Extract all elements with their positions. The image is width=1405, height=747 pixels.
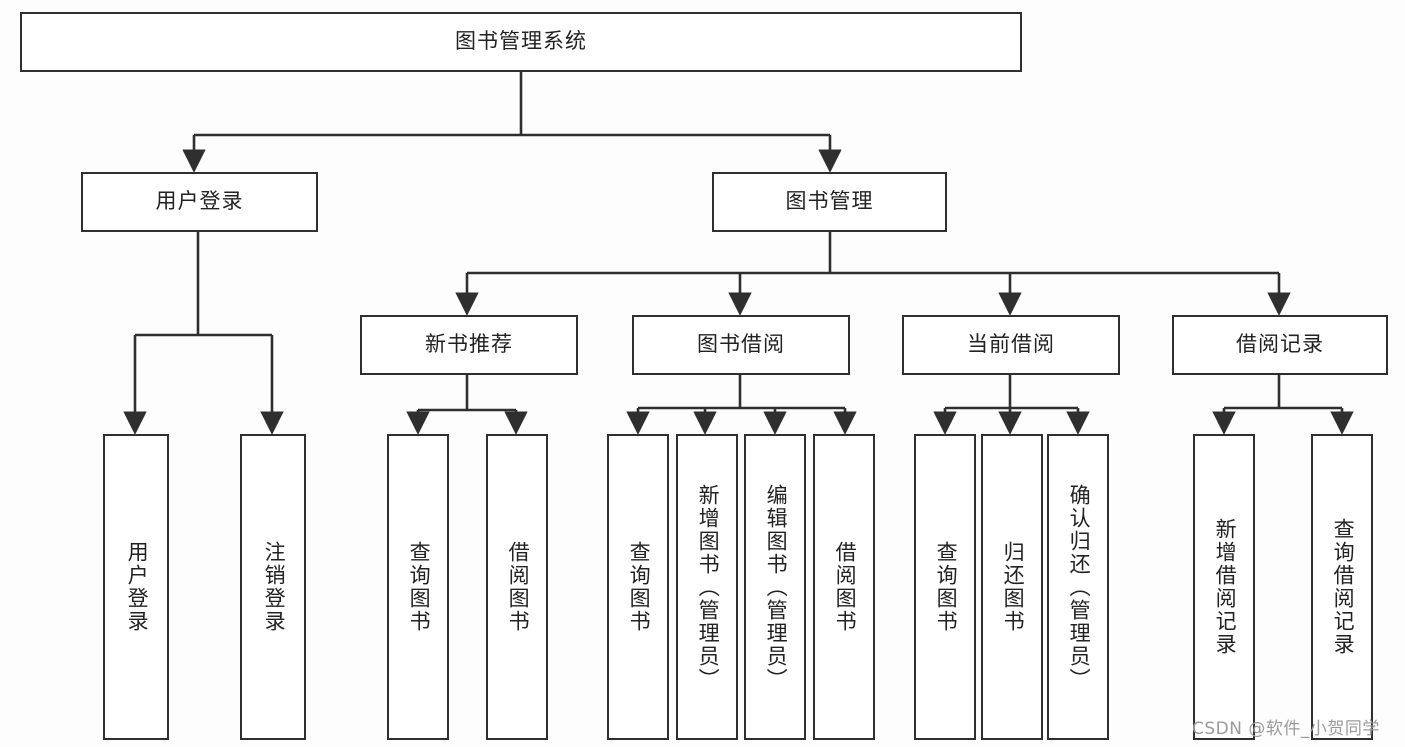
node-new-book-recommend-label: 新书推荐 (425, 333, 513, 357)
leaf-label: 查询借阅记录 (1331, 518, 1355, 656)
node-root-label: 图书管理系统 (455, 30, 587, 54)
node-root[interactable]: 图书管理系统 (20, 12, 1022, 72)
csdn-watermark: CSDN @软件_小贺同学 (1192, 719, 1380, 739)
leaf-label: 归还图书 (1001, 541, 1025, 633)
node-new-book-recommend[interactable]: 新书推荐 (360, 315, 578, 375)
node-book-manage-label: 图书管理 (785, 190, 874, 214)
leaf-borrow-record-2[interactable]: 查询借阅记录 (1311, 434, 1373, 740)
node-borrow-record-label: 借阅记录 (1236, 333, 1324, 357)
node-user-login[interactable]: 用户登录 (81, 172, 318, 232)
leaf-label: 查询图书 (627, 541, 651, 633)
leaf-label: 借阅图书 (833, 541, 857, 633)
leaf-label: 借阅图书 (506, 541, 530, 633)
leaf-book-borrow-4[interactable]: 借阅图书 (813, 434, 875, 740)
node-book-manage[interactable]: 图书管理 (712, 172, 947, 232)
node-book-borrow[interactable]: 图书借阅 (632, 315, 850, 375)
node-current-borrow[interactable]: 当前借阅 (902, 315, 1120, 375)
leaf-new-book-2[interactable]: 借阅图书 (486, 434, 548, 740)
leaf-label: 注销登录 (262, 541, 286, 633)
leaf-current-borrow-3[interactable]: 确认归还（管理员） (1047, 434, 1109, 740)
node-borrow-record[interactable]: 借阅记录 (1172, 315, 1388, 375)
leaf-label: 新增图书（管理员） (696, 483, 720, 691)
leaf-label: 确认归还（管理员） (1067, 483, 1091, 691)
leaf-current-borrow-1[interactable]: 查询图书 (914, 434, 976, 740)
leaf-book-borrow-1[interactable]: 查询图书 (607, 434, 669, 740)
leaf-current-borrow-2[interactable]: 归还图书 (981, 434, 1043, 740)
leaf-label: 查询图书 (934, 541, 958, 633)
leaf-book-borrow-3[interactable]: 编辑图书（管理员） (744, 434, 806, 740)
leaf-borrow-record-1[interactable]: 新增借阅记录 (1193, 434, 1255, 740)
node-user-login-label: 用户登录 (155, 190, 244, 214)
leaf-label: 新增借阅记录 (1213, 518, 1237, 656)
leaf-user-login-1[interactable]: 用户登录 (103, 434, 169, 740)
leaf-label: 编辑图书（管理员） (764, 483, 788, 691)
leaf-new-book-1[interactable]: 查询图书 (387, 434, 449, 740)
leaf-label: 查询图书 (407, 541, 431, 633)
leaf-book-borrow-2[interactable]: 新增图书（管理员） (676, 434, 738, 740)
node-book-borrow-label: 图书借阅 (697, 333, 785, 357)
leaf-label: 用户登录 (125, 541, 149, 633)
node-current-borrow-label: 当前借阅 (967, 333, 1055, 357)
leaf-user-login-2[interactable]: 注销登录 (240, 434, 306, 740)
